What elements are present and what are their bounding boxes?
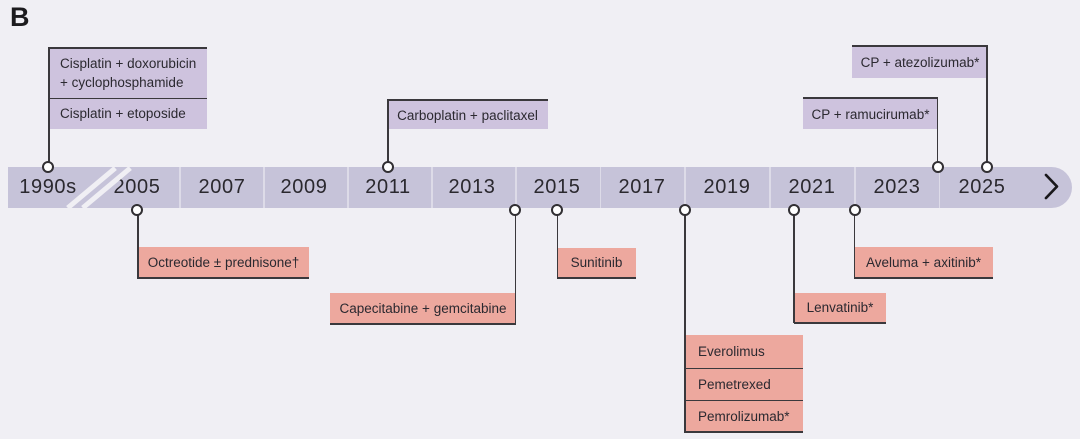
year-label-2015: 2015 — [533, 176, 581, 198]
year-label-2021: 2021 — [788, 176, 836, 198]
connector-line — [514, 208, 517, 325]
connector-line — [853, 208, 856, 279]
segment-divider — [515, 167, 517, 208]
event-label: Aveluma + axitinib* — [866, 254, 981, 270]
timeline-marker-2022 — [849, 204, 861, 216]
event-box-lenvatinib: Lenvatinib* — [794, 293, 886, 324]
timeline-marker-2021 — [788, 204, 800, 216]
event-label: CP + ramucirumab* — [811, 106, 930, 122]
year-label-2019: 2019 — [703, 176, 751, 198]
event-label: Pemetrexed — [685, 367, 803, 401]
event-box-everolimus-stack: Everolimus Pemetrexed Pemrolizumab* — [685, 335, 803, 433]
chevron-right-icon — [1044, 173, 1059, 200]
segment-divider — [347, 167, 349, 208]
event-label: Capecitabine + gemcitabine — [339, 300, 507, 316]
segment-divider — [769, 167, 771, 208]
year-label-2007: 2007 — [198, 176, 246, 198]
timeline-marker-2015 — [551, 204, 563, 216]
event-box-cp-atezolizumab: CP + atezolizumab* — [852, 45, 988, 78]
timeline-bar: 1990s 2005 2007 2009 2011 2013 2015 2017… — [8, 167, 1072, 208]
event-box-carboplatin-paclitaxel: Carboplatin + paclitaxel — [387, 99, 548, 129]
event-label: Everolimus — [698, 343, 765, 359]
segment-divider — [854, 167, 856, 208]
timeline-marker-2014 — [509, 204, 521, 216]
connector-line — [137, 208, 139, 279]
event-label: Octreotide ± prednisone† — [147, 254, 300, 270]
segment-divider — [263, 167, 265, 208]
timeline-marker-2018 — [679, 204, 691, 216]
segment-divider — [431, 167, 433, 208]
year-label-2017: 2017 — [618, 176, 666, 198]
segment-divider — [938, 167, 940, 208]
event-label: Cisplatin + etoposide — [49, 97, 207, 130]
timeline-marker-2025 — [981, 161, 993, 173]
year-label-2013: 2013 — [448, 176, 496, 198]
event-label: CP + atezolizumab* — [860, 55, 980, 70]
event-label: Cisplatin + doxorubicin + cyclophosphami… — [60, 56, 197, 91]
year-label-2011: 2011 — [365, 176, 411, 198]
year-label-2025: 2025 — [958, 176, 1006, 198]
connector-line — [387, 99, 389, 167]
segment-divider — [684, 167, 686, 208]
timeline-marker-1990s — [42, 161, 54, 173]
event-label: Sunitinib — [570, 255, 623, 270]
connector-line — [986, 45, 988, 167]
connector-line — [556, 208, 559, 279]
connector-line — [936, 97, 939, 167]
segment-divider — [599, 167, 601, 208]
connector-line — [48, 47, 50, 167]
event-label: Carboplatin + paclitaxel — [397, 107, 538, 123]
timeline-marker-2005 — [131, 204, 143, 216]
year-label-2009: 2009 — [280, 176, 328, 198]
year-label-2005: 2005 — [113, 176, 161, 198]
event-box-octreotide: Octreotide ± prednisone† — [138, 247, 309, 279]
panel-label: B — [10, 2, 30, 32]
timeline-marker-2024 — [932, 161, 944, 173]
year-label-1990s: 1990s — [19, 176, 77, 198]
timeline-marker-2011 — [382, 161, 394, 173]
year-label-2023: 2023 — [873, 176, 921, 198]
event-box-cp-ramucirumab: CP + ramucirumab* — [803, 97, 938, 129]
event-label: Pemrolizumab* — [685, 400, 803, 431]
connector-line — [793, 208, 795, 323]
event-box-cisplatin-combos: Cisplatin + doxorubicin + cyclophosphami… — [49, 47, 207, 129]
event-box-aveluma-axitinib: Aveluma + axitinib* — [854, 247, 993, 279]
segment-divider — [179, 167, 181, 208]
event-box-capecitabine-gemcitabine: Capecitabine + gemcitabine — [330, 293, 516, 325]
event-box-sunitinib: Sunitinib — [557, 248, 636, 279]
event-label: Lenvatinib* — [806, 300, 874, 315]
connector-line — [684, 208, 686, 433]
